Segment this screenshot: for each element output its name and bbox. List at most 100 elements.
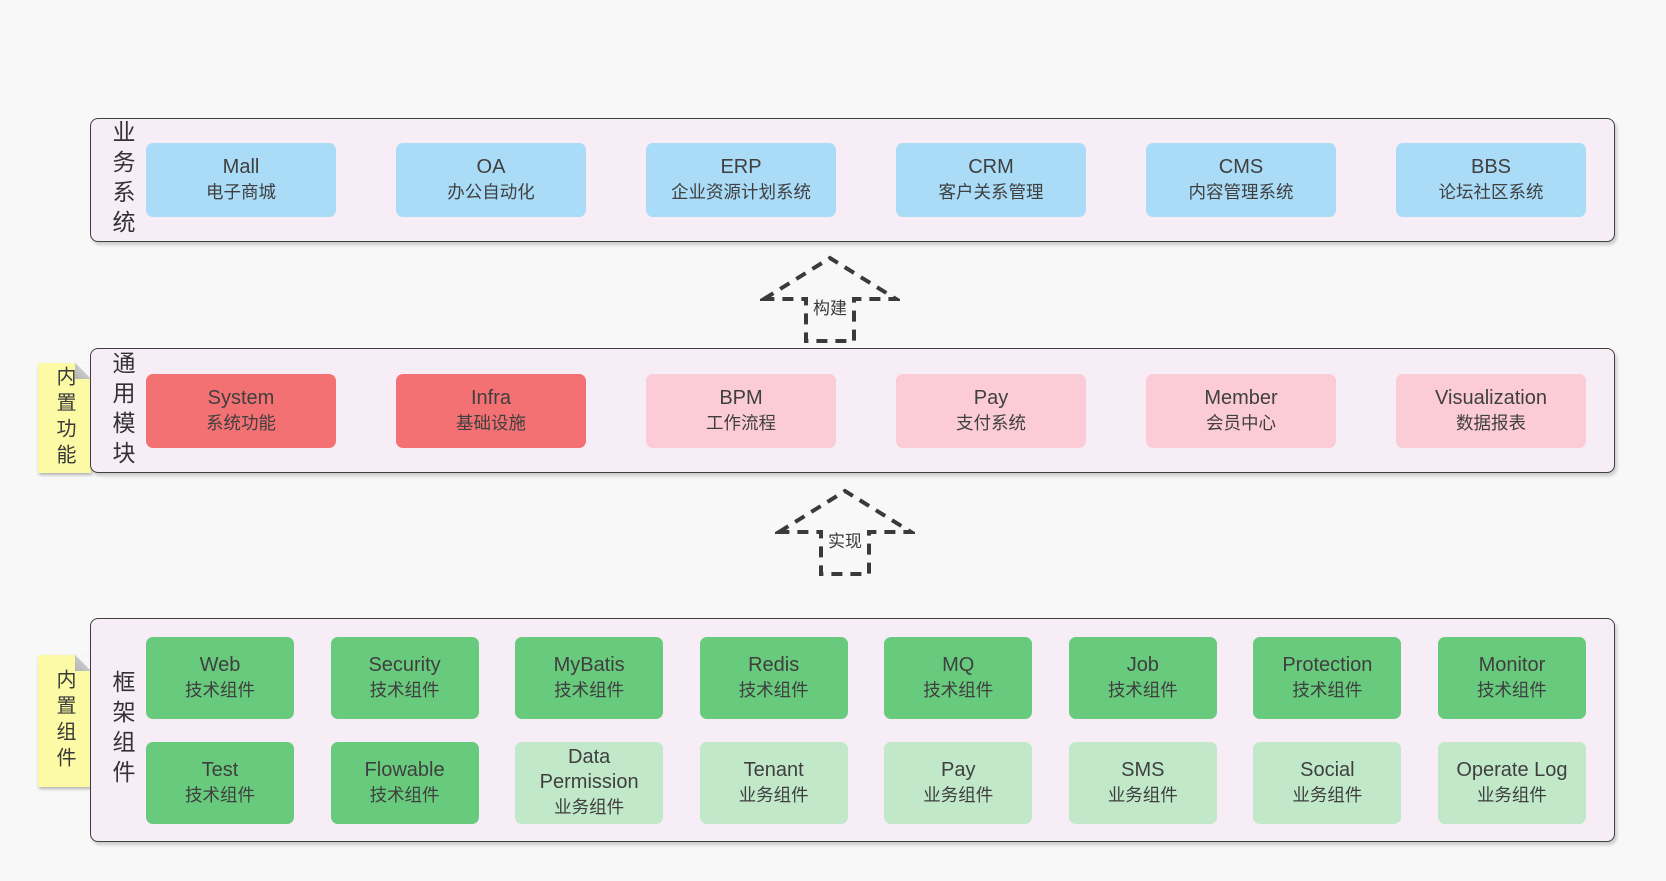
box-flowable: Flowable 技术组件: [330, 741, 479, 824]
box-title: ERP: [720, 156, 762, 178]
box-subtitle: 技术组件: [1292, 679, 1363, 700]
dashed-up-arrow-icon: [760, 255, 900, 343]
framework-components-container: 框架组件 Web 技术组件 Security 技术组件 MyBatis 技术组件 Redis…: [90, 618, 1615, 842]
box-cms: CMS 内容管理系统: [1146, 143, 1336, 217]
box-subtitle: 论坛社区系统: [1438, 182, 1544, 202]
box-crm: CRM 客户关系管理: [896, 143, 1086, 217]
build-arrow: 构建: [760, 253, 900, 345]
box-subtitle: 工作流程: [706, 412, 776, 433]
business-systems-container: 业务系统 Mall 电子商城 OA 办公自动化 ERP 企业资源计划系统 CRM 客户关系管理…: [90, 118, 1615, 242]
box-title: Data Permission: [539, 746, 639, 793]
box-title: Test: [201, 758, 239, 781]
folded-corner-icon: [75, 363, 91, 379]
box-mq: MQ 技术组件: [884, 636, 1033, 719]
box-title: Mall: [222, 156, 260, 178]
box-subtitle: 办公自动化: [447, 182, 535, 202]
box-system: System 系统功能: [146, 373, 336, 448]
box-subtitle: 业务组件: [1476, 784, 1547, 805]
box-visualization: Visualization 数据报表: [1396, 373, 1586, 448]
business-systems-row-1: Mall 电子商城 OA 办公自动化 ERP 企业资源计划系统 CRM 客户关系管理 CMS 内容…: [146, 143, 1586, 217]
box-protection: Protection 技术组件: [1253, 636, 1402, 719]
box-erp: ERP 企业资源计划系统: [646, 143, 836, 217]
box-subtitle: 业务组件: [923, 784, 994, 805]
common-modules-vertical-label: 通用模块: [109, 350, 135, 471]
box-title: Job: [1126, 653, 1159, 676]
box-mall: Mall 电子商城: [146, 143, 336, 217]
box-title: Tenant: [743, 758, 804, 781]
box-subtitle: 技术组件: [185, 784, 255, 805]
box-title: MyBatis: [553, 653, 625, 676]
framework-components-row-2: Test 技术组件 Flowable 技术组件 Data Permission 业务组件 T…: [146, 741, 1586, 824]
box-infra: Infra 基础设施: [396, 373, 586, 448]
box-title: BPM: [719, 386, 763, 409]
box-title: Infra: [470, 386, 512, 409]
box-title: Member: [1204, 386, 1278, 409]
box-subtitle: 业务组件: [1107, 784, 1178, 805]
box-title: System: [207, 386, 275, 409]
box-subtitle: 支付系统: [956, 412, 1026, 433]
box-pay: Pay 业务组件: [884, 741, 1033, 824]
box-subtitle: 技术组件: [369, 679, 440, 700]
box-title: Redis: [748, 653, 800, 676]
folded-corner-icon: [75, 655, 91, 671]
box-subtitle: 业务组件: [1292, 784, 1363, 805]
box-sms: SMS 业务组件: [1068, 741, 1217, 824]
common-modules-container: 通用模块 System 系统功能 Infra 基础设施 BPM 工作流程 Pay 支付系统 Me…: [90, 348, 1615, 473]
box-web: Web 技术组件: [146, 636, 294, 719]
box-title: CMS: [1218, 156, 1264, 178]
box-subtitle: 技术组件: [185, 679, 255, 700]
box-subtitle: 电子商城: [206, 182, 276, 202]
box-operate-log: Operate Log 业务组件: [1437, 741, 1586, 824]
sticky-note-built-in-components: 内置组件: [38, 655, 91, 787]
common-modules-row-1: System 系统功能 Infra 基础设施 BPM 工作流程 Pay 支付系统 Member 会…: [146, 373, 1586, 448]
box-pay: Pay 支付系统: [896, 373, 1086, 448]
box-bpm: BPM 工作流程: [646, 373, 836, 448]
box-subtitle: 基础设施: [456, 412, 526, 433]
common-modules-rows: System 系统功能 Infra 基础设施 BPM 工作流程 Pay 支付系统 Member 会…: [146, 349, 1586, 472]
box-title: CRM: [968, 156, 1014, 178]
box-title: Pay: [941, 758, 976, 781]
box-title: Protection: [1282, 653, 1373, 676]
box-subtitle: 客户关系管理: [938, 182, 1044, 202]
box-title: Pay: [973, 386, 1009, 409]
business-systems-vertical-label: 业务系统: [109, 120, 135, 240]
box-title: Security: [368, 653, 441, 676]
framework-components-vertical-label: 框架组件: [109, 670, 135, 790]
box-oa: OA 办公自动化: [396, 143, 586, 217]
box-subtitle: 技术组件: [369, 784, 440, 805]
implement-arrow: 实现: [775, 486, 915, 578]
box-subtitle: 系统功能: [206, 412, 276, 433]
box-title: Operate Log: [1456, 758, 1568, 781]
box-subtitle: 技术组件: [1107, 679, 1178, 700]
box-title: Visualization: [1435, 386, 1547, 409]
box-title: OA: [476, 156, 506, 178]
sticky-note-label: 内置功能: [53, 366, 75, 470]
box-member: Member 会员中心: [1146, 373, 1336, 448]
box-title: SMS: [1121, 758, 1165, 781]
box-mybatis: MyBatis 技术组件: [515, 636, 664, 719]
box-title: Flowable: [364, 758, 445, 781]
box-subtitle: 业务组件: [554, 797, 625, 817]
box-subtitle: 数据报表: [1456, 412, 1526, 433]
box-test: Test 技术组件: [146, 741, 294, 824]
box-subtitle: 技术组件: [738, 679, 809, 700]
box-title: BBS: [1470, 156, 1512, 178]
box-subtitle: 技术组件: [923, 679, 994, 700]
box-subtitle: 内容管理系统: [1188, 182, 1294, 202]
box-data-permission: Data Permission 业务组件: [515, 741, 664, 824]
box-subtitle: 会员中心: [1206, 412, 1276, 433]
box-subtitle: 企业资源计划系统: [671, 182, 811, 202]
box-subtitle: 技术组件: [554, 679, 625, 700]
implement-arrow-label: 实现: [824, 526, 866, 553]
dashed-up-arrow-icon: [775, 488, 915, 576]
box-title: Web: [199, 653, 241, 676]
box-title: MQ: [942, 653, 975, 676]
box-subtitle: 技术组件: [1476, 679, 1547, 700]
sticky-note-label: 内置组件: [53, 669, 75, 773]
